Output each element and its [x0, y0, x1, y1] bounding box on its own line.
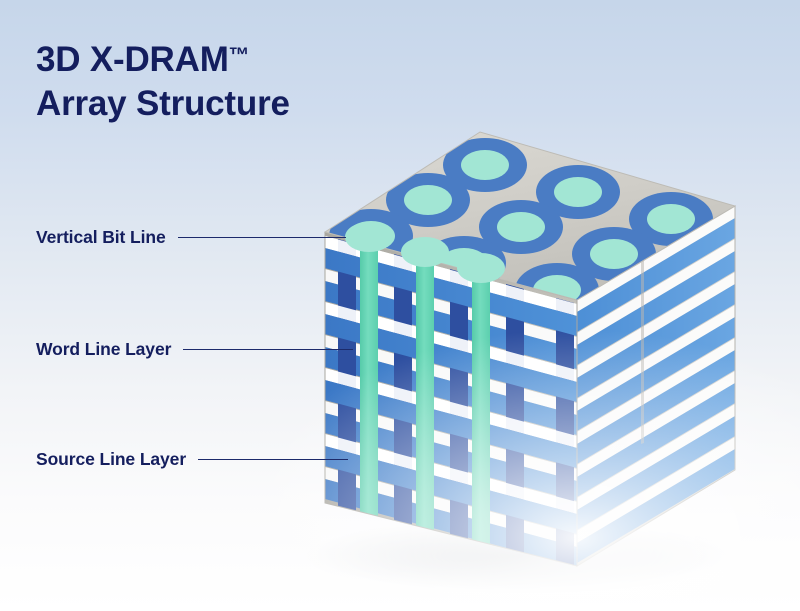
title-product-name: 3D X-DRAM [36, 40, 229, 79]
title-line-2: Array Structure [36, 84, 290, 124]
callout-word-line-layer: Word Line Layer [36, 338, 354, 360]
title-line-1: 3D X-DRAM™ [36, 38, 456, 82]
callout-leader-line [183, 348, 354, 350]
page-title: 3D X-DRAM™ Array Structure [36, 38, 456, 127]
callout-vertical-bit-line: Vertical Bit Line [36, 226, 346, 248]
callout-leader-line [198, 458, 349, 460]
callout-label: Vertical Bit Line [36, 226, 166, 247]
callout-source-line-layer: Source Line Layer [36, 448, 349, 470]
callout-leader-line [177, 236, 346, 238]
callout-label: Source Line Layer [36, 448, 187, 469]
callout-label: Word Line Layer [36, 338, 172, 359]
trademark-symbol: ™ [228, 44, 250, 67]
